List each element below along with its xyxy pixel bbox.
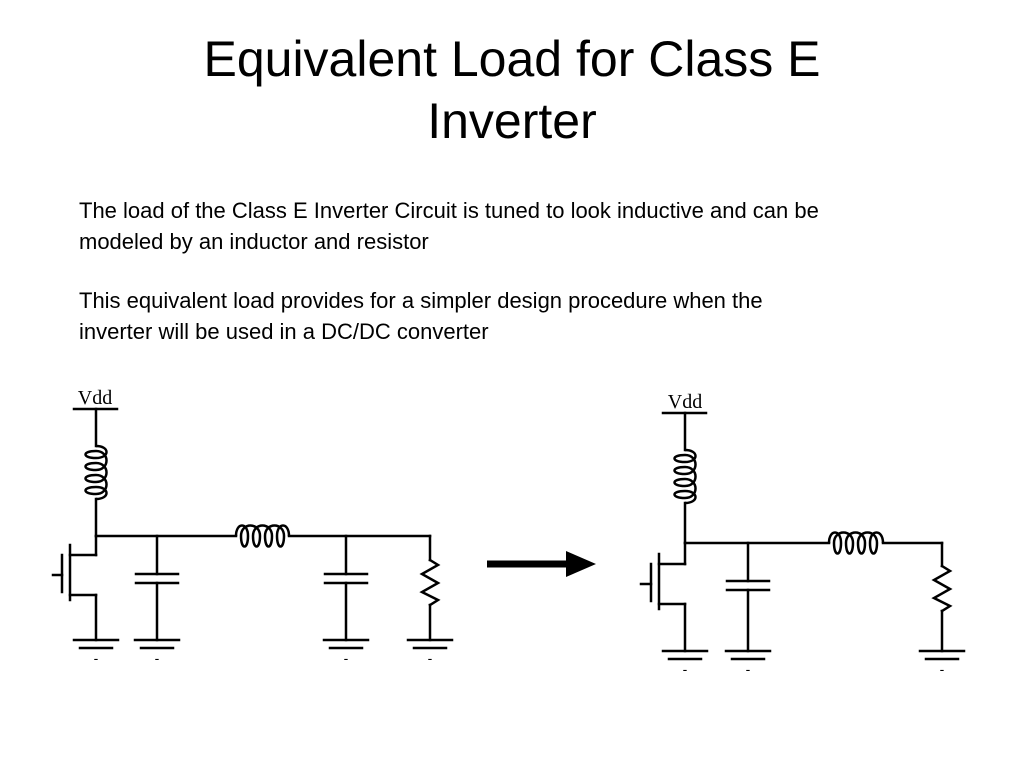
slide-title-line-2: Inverter bbox=[427, 93, 597, 149]
vdd-label: Vdd bbox=[78, 387, 112, 409]
ground-label: - bbox=[344, 650, 349, 666]
slide-title-line-1: Equivalent Load for Class E bbox=[203, 31, 821, 87]
choke-inductor bbox=[84, 444, 108, 501]
mosfet-switch bbox=[51, 534, 98, 642]
ground-label: - bbox=[155, 650, 160, 666]
load-resistor bbox=[419, 534, 441, 642]
class-e-inverter-circuit: Vdd bbox=[51, 387, 454, 666]
paragraph-2-line-2: inverter will be used in a DC/DC convert… bbox=[79, 319, 489, 344]
ground-symbol: - bbox=[322, 638, 370, 666]
equivalent-resistor bbox=[931, 541, 953, 653]
ground-label: - bbox=[683, 661, 688, 677]
shunt-capacitor bbox=[134, 534, 180, 642]
shunt-capacitor bbox=[725, 541, 771, 653]
ground-symbol: - bbox=[724, 649, 772, 677]
equivalent-load-circuit: Vdd bbox=[639, 391, 966, 677]
vdd-supply: Vdd bbox=[72, 387, 119, 448]
vdd-supply: Vdd bbox=[661, 391, 708, 452]
slide-title: Equivalent Load for Class E Inverter bbox=[0, 28, 1024, 152]
mosfet-switch bbox=[639, 541, 687, 653]
ground-label: - bbox=[428, 650, 433, 666]
resonant-capacitor bbox=[323, 534, 369, 642]
ground-label: - bbox=[746, 661, 751, 677]
ground-symbol: - bbox=[406, 638, 454, 666]
description-paragraph-1: The load of the Class E Inverter Circuit… bbox=[79, 195, 979, 257]
choke-inductor bbox=[673, 448, 697, 505]
ground-label: - bbox=[94, 650, 99, 666]
equivalent-inductor bbox=[827, 531, 885, 555]
ground-symbol: - bbox=[661, 649, 709, 677]
ground-symbol: - bbox=[918, 649, 966, 677]
ground-label: - bbox=[940, 661, 945, 677]
transformation-arrow-icon bbox=[487, 551, 596, 577]
paragraph-2-line-1: This equivalent load provides for a simp… bbox=[79, 288, 763, 313]
ground-symbol: - bbox=[72, 638, 120, 666]
paragraph-1-line-1: The load of the Class E Inverter Circuit… bbox=[79, 198, 819, 223]
ground-symbol: - bbox=[133, 638, 181, 666]
vdd-label: Vdd bbox=[668, 391, 702, 413]
description-paragraph-2: This equivalent load provides for a simp… bbox=[79, 285, 979, 347]
series-inductor bbox=[234, 524, 291, 548]
paragraph-1-line-2: modeled by an inductor and resistor bbox=[79, 229, 429, 254]
